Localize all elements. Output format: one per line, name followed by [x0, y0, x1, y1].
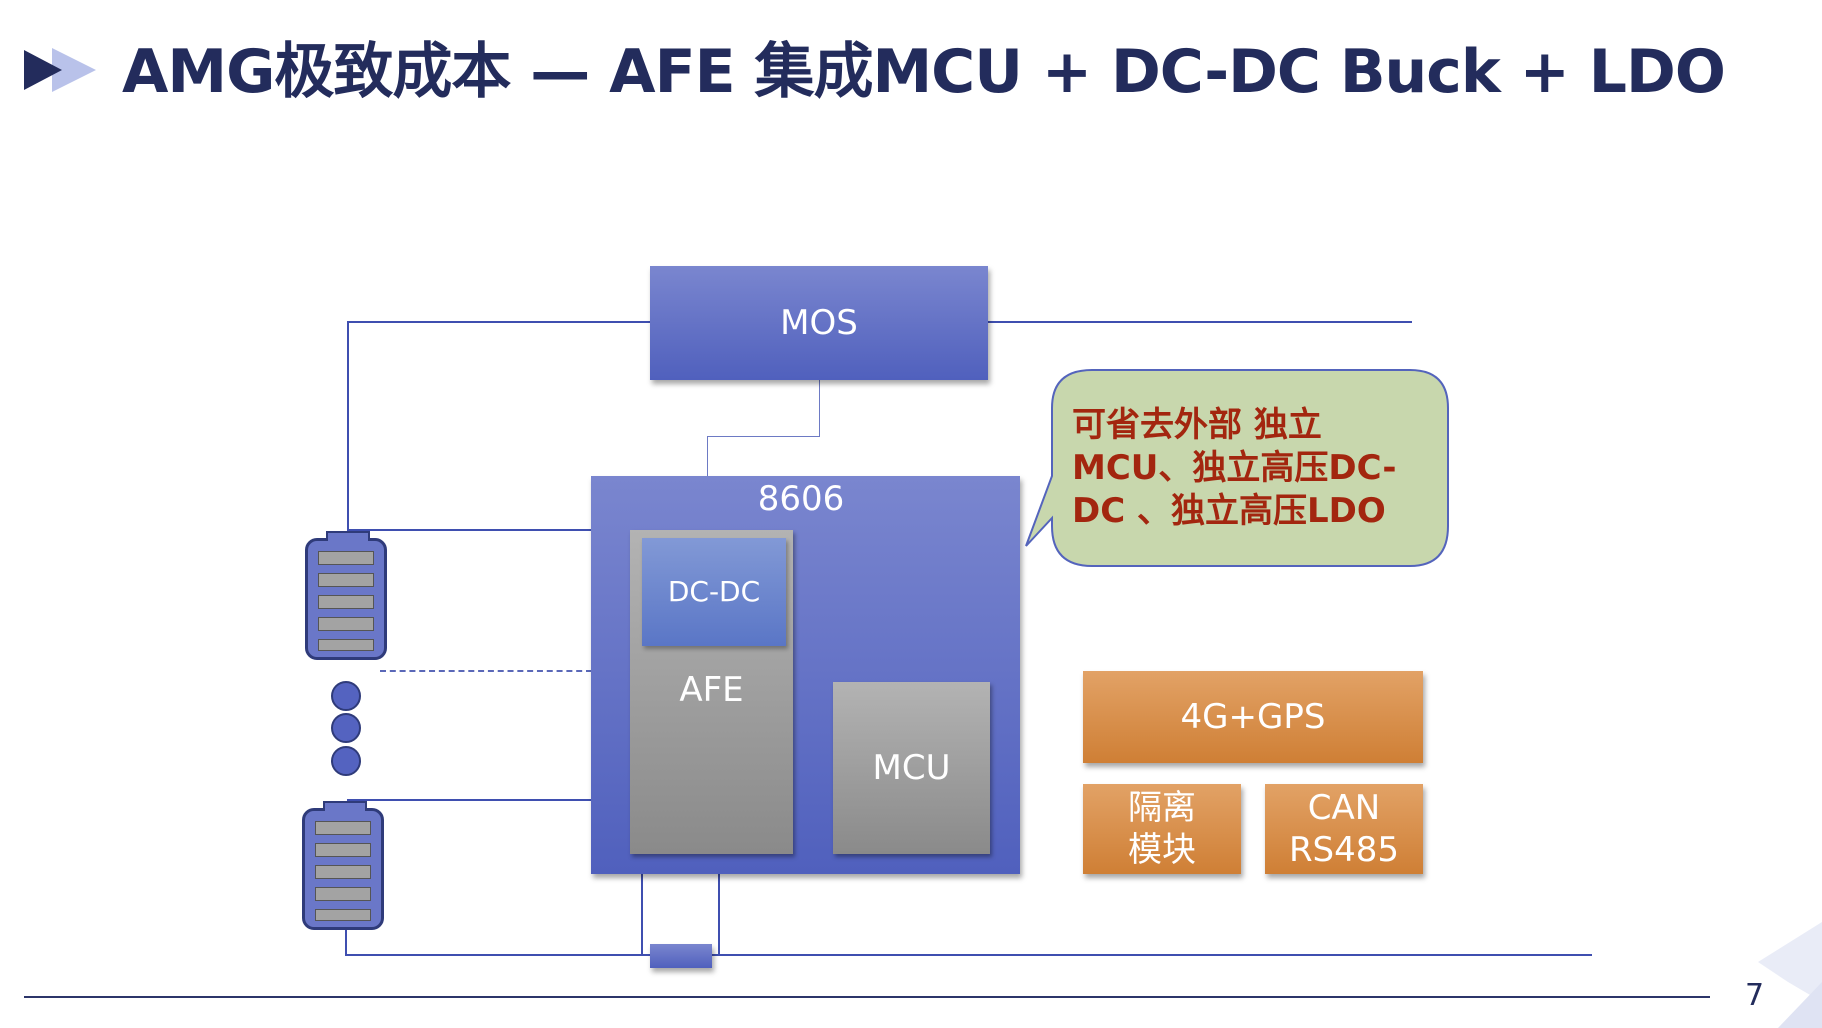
- wire-top-right: [988, 321, 1412, 323]
- battery-pack-top: [305, 531, 387, 660]
- gps-label: 4G+GPS: [1180, 697, 1326, 737]
- wire-top-left: [347, 321, 651, 323]
- wire-dashed: [380, 670, 592, 672]
- ellipsis-dot-1: [331, 681, 361, 711]
- wire-bottom-left: [345, 954, 650, 956]
- isolation-module-block: 隔离 模块: [1083, 784, 1241, 874]
- page-number: 7: [1745, 978, 1765, 1013]
- callout-bubble: [1025, 369, 1449, 567]
- wire-left-vertical: [347, 321, 349, 531]
- slide-title: AMG极致成本 — AFE 集成MCU + DC-DC Buck + LDO: [122, 37, 1726, 107]
- wire-chip-down-right: [718, 872, 720, 954]
- wire-mos-down: [819, 380, 820, 437]
- corner-decoration-icon: [1758, 922, 1822, 1028]
- ellipsis-dot-2: [331, 713, 361, 743]
- can-rs485-label: CAN RS485: [1288, 788, 1400, 870]
- wire-chip-down-left: [641, 872, 643, 954]
- isolation-module-label: 隔离 模块: [1128, 788, 1196, 870]
- title-arrow-icon: [24, 48, 96, 92]
- dcdc-label: DC-DC: [667, 575, 761, 608]
- wire-battery2-to-chip: [347, 799, 592, 801]
- footer-rule: [24, 996, 1710, 998]
- mos-label: MOS: [780, 303, 858, 343]
- mos-block: MOS: [650, 266, 988, 380]
- can-rs485-block: CAN RS485: [1265, 784, 1423, 874]
- chip-8606-label: 8606: [757, 479, 845, 519]
- wire-battery1-to-chip: [347, 529, 592, 531]
- wire-mos-to-chip: [707, 436, 708, 476]
- callout-text: 可省去外部 独立MCU、独立高压DC-DC 、独立高压LDO: [1072, 405, 1397, 531]
- mcu-label: MCU: [872, 748, 951, 788]
- wire-bottom-right: [712, 954, 1592, 956]
- mcu-block: MCU: [833, 682, 990, 854]
- afe-label: AFE: [679, 670, 744, 710]
- dcdc-block: DC-DC: [642, 538, 786, 646]
- wire-bottom-left-vertical: [345, 920, 347, 956]
- wire-mos-horizontal: [707, 436, 820, 437]
- ellipsis-dot-3: [331, 746, 361, 776]
- battery-pack-bottom: [302, 801, 384, 930]
- gps-block: 4G+GPS: [1083, 671, 1423, 763]
- bottom-connector: [650, 944, 712, 968]
